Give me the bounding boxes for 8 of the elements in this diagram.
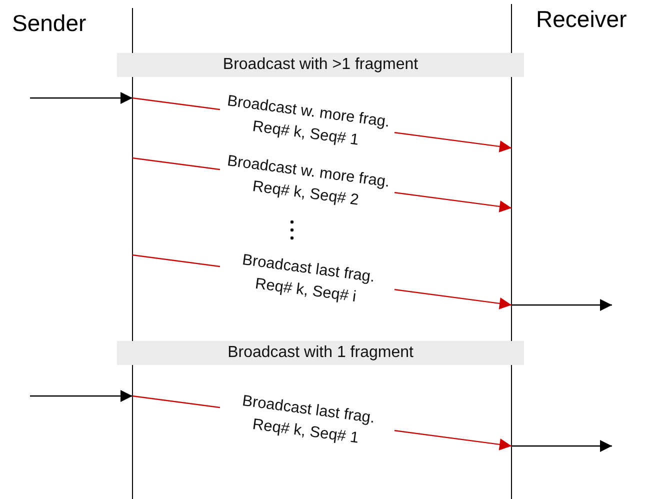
section-band: Broadcast with >1 fragment bbox=[117, 53, 524, 77]
message-arrow bbox=[512, 299, 612, 311]
participant-label: Receiver bbox=[536, 6, 627, 33]
participant-label: Sender bbox=[12, 10, 86, 37]
message-arrow bbox=[30, 92, 132, 104]
section-band: Broadcast with 1 fragment bbox=[117, 341, 524, 365]
message-arrow bbox=[30, 390, 132, 402]
message-arrow bbox=[512, 440, 612, 452]
